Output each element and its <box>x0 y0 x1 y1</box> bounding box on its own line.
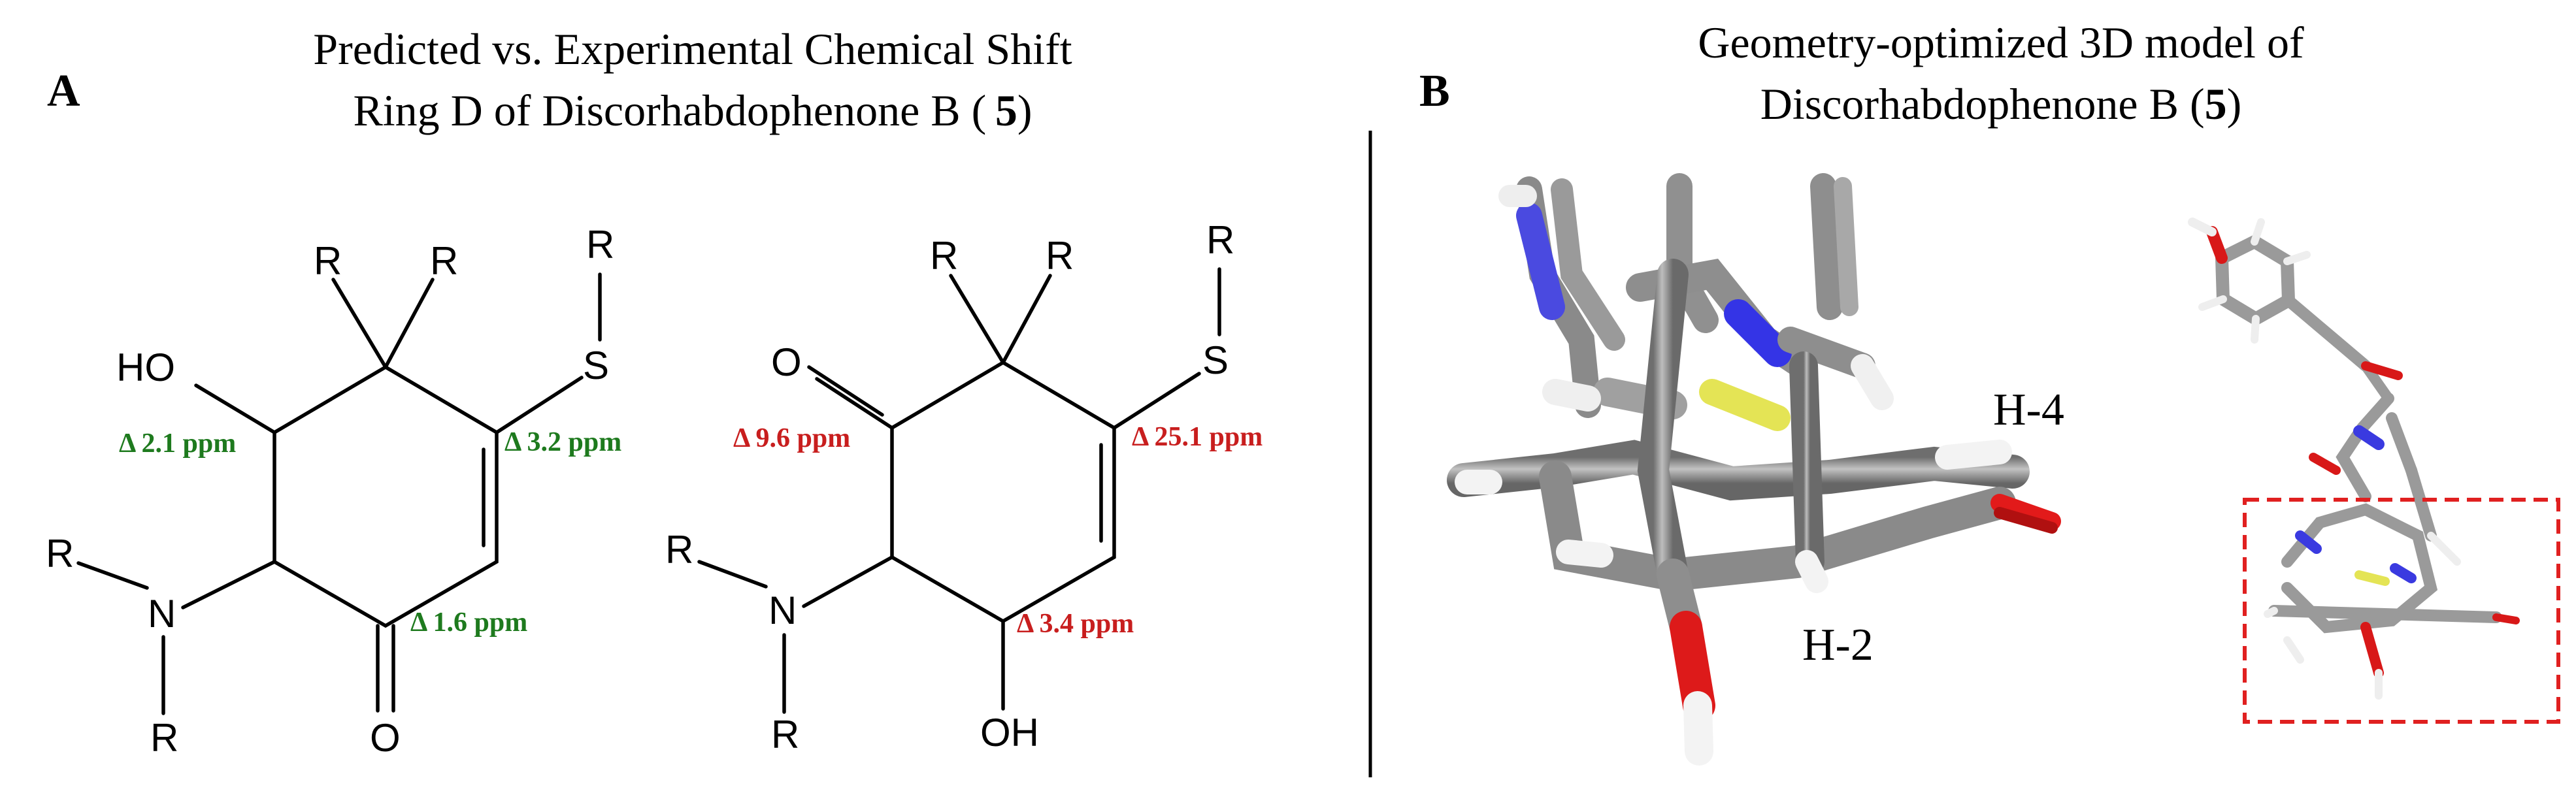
left-atom-ho: HO <box>116 346 175 389</box>
panel-a-title-line2-post: ) <box>1017 86 1032 135</box>
panel-a-title-line2: Ring D of Discorhabdophenone B ( 5) <box>353 86 1032 135</box>
zoom-nitrogen-left <box>1516 202 1565 320</box>
left-bond-n <box>181 560 276 609</box>
left-bond-ho <box>194 383 276 434</box>
panel-b-title-line2: Discorhabdophenone B (5) <box>1760 79 2242 129</box>
label-h4: H-4 <box>1993 385 2064 435</box>
left-atom-o: O <box>370 716 401 760</box>
panel-b-letter: B <box>1419 66 1450 116</box>
left-delta-c2: Δ 2.1 ppm <box>119 429 236 459</box>
left-delta-c6: Δ 1.6 ppm <box>410 607 527 638</box>
left-atom-r-top2: R <box>430 239 458 283</box>
right-atom-s: S <box>1202 338 1229 382</box>
right-atom-r-s: R <box>1206 218 1234 262</box>
left-atom-s: S <box>583 344 609 387</box>
left-delta-c4: Δ 3.2 ppm <box>504 427 621 457</box>
left-atom-r-s: R <box>586 223 614 267</box>
left-ring <box>272 364 499 628</box>
panel-b-title-line2-pre: Discorhabdophenone B ( <box>1760 79 2205 129</box>
right-bond-r1 <box>949 274 1005 364</box>
left-atom-r-n2: R <box>150 716 178 760</box>
panel-b: B Geometry-optimized 3D model of Discorh… <box>1419 18 2560 766</box>
panel-b-title-compound-number: 5 <box>2205 79 2227 129</box>
right-bond-s <box>1112 372 1201 430</box>
panel-a-letter: A <box>47 66 80 116</box>
panel-b-title-line1: Geometry-optimized 3D model of <box>1698 18 2304 67</box>
right-atom-r-top1: R <box>930 234 958 278</box>
right-bond-co-b <box>807 365 884 417</box>
right-bond-co-a <box>815 377 894 430</box>
right-atom-r-n1: R <box>665 528 693 572</box>
zoomed-3d-model <box>1447 173 2061 766</box>
phenol-ring <box>2215 234 2296 327</box>
panel-a-title-line1: Predicted vs. Experimental Chemical Shif… <box>313 24 1072 74</box>
right-atom-n: N <box>768 589 797 632</box>
left-bond-r2 <box>384 278 435 369</box>
right-delta-c2: Δ 9.6 ppm <box>733 423 850 453</box>
left-atom-r-n1: R <box>46 532 74 575</box>
left-structure: R R R S HO R N R O Δ 2.1 ppm Δ 3.2 ppm Δ… <box>46 223 621 760</box>
left-bond-r1 <box>331 278 388 369</box>
right-atom-oh: OH <box>980 711 1039 754</box>
panel-a: A Predicted vs. Experimental Chemical Sh… <box>46 24 1263 760</box>
right-delta-c4: Δ 25.1 ppm <box>1132 422 1263 452</box>
right-atom-o: O <box>771 340 802 384</box>
panel-a-title-line2-pre: Ring D of Discorhabdophenone B ( <box>353 86 995 135</box>
right-delta-c6: Δ 3.4 ppm <box>1017 609 1134 639</box>
right-bond-n-r1 <box>697 560 768 589</box>
right-atom-r-top2: R <box>1046 234 1074 278</box>
left-atom-r-top1: R <box>314 239 342 283</box>
right-bond-n <box>802 555 894 608</box>
left-bond-n-r1 <box>76 561 149 590</box>
zoom-nitrogen-center <box>1724 299 1792 367</box>
highlight-box <box>2243 498 2560 724</box>
label-h2: H-2 <box>1802 620 1874 670</box>
zoom-sulfur <box>1699 379 1791 431</box>
right-ring <box>890 360 1116 624</box>
left-atom-n: N <box>148 592 176 636</box>
left-bond-s <box>495 376 584 434</box>
panel-a-title-compound-number: 5 <box>995 86 1017 135</box>
right-bond-r2 <box>1001 274 1052 364</box>
full-3d-molecule <box>2188 218 2520 700</box>
right-structure: R R R S O R N R OH Δ 9.6 ppm Δ 25.1 ppm … <box>665 218 1263 756</box>
zoom-carbonyl <box>1990 494 2061 530</box>
right-atom-r-n2: R <box>771 713 799 756</box>
panel-b-title-line2-post: ) <box>2227 79 2242 129</box>
